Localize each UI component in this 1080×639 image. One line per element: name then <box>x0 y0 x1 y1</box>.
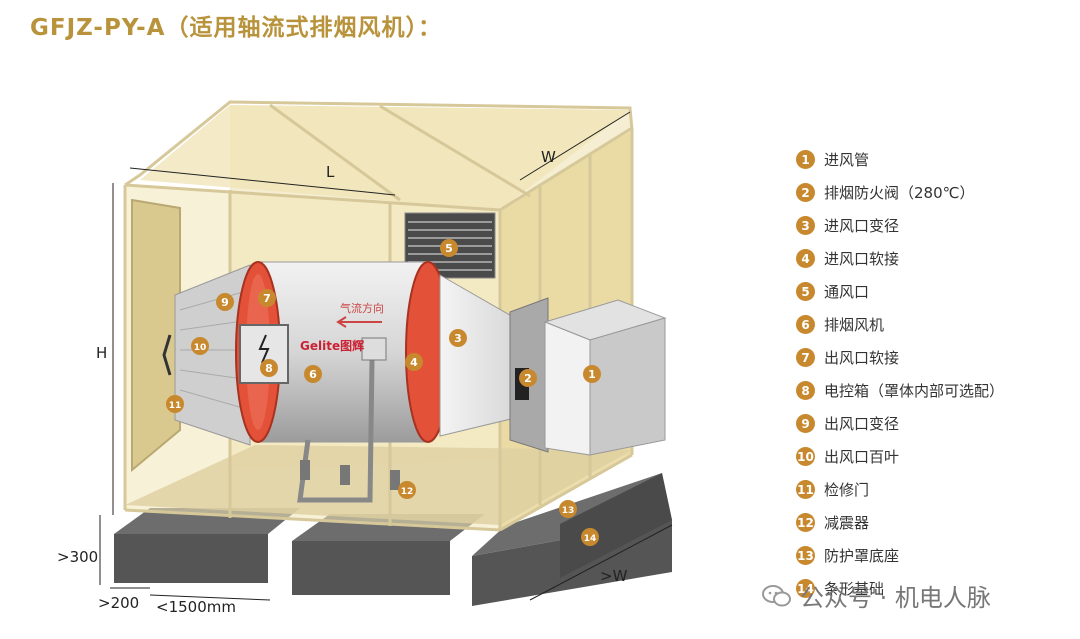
dimension-labels: L W H >300 >200 <1500mm >W <box>57 148 628 616</box>
callout-badge-circle <box>449 329 467 347</box>
door-handle <box>162 334 172 376</box>
dim-height: H <box>96 344 107 362</box>
callout-badge-number: 3 <box>454 332 462 345</box>
legend-item: 8 电控箱（罩体内部可选配） <box>796 374 1004 407</box>
number-badge: 5 <box>796 282 815 301</box>
inlet-duct <box>543 299 667 456</box>
callout-badge-circle <box>304 365 322 383</box>
number-badge: 4 <box>796 249 815 268</box>
legend-label: 防护罩底座 <box>824 547 900 565</box>
number-badge: 7 <box>796 348 815 367</box>
callout-badge-circle <box>260 359 278 377</box>
callout-badge-circle <box>191 337 209 355</box>
number-badge: 12 <box>796 513 815 532</box>
dim-length: L <box>326 163 335 181</box>
callout-badge-number: 14 <box>584 534 597 544</box>
legend-label: 出风口变径 <box>824 415 900 433</box>
number-badge: 11 <box>796 480 815 499</box>
callout-badge-number: 9 <box>221 296 229 309</box>
dim-base-gap: >200 <box>98 594 139 612</box>
watermark: 公众号 · 机电人脉 <box>762 578 991 613</box>
legend-item: 11 检修门 <box>796 473 1004 506</box>
page-title: GFJZ-PY-A（适用轴流式排烟风机）： <box>30 15 442 41</box>
gauge-box <box>361 337 387 361</box>
callout-badge-circle <box>583 365 601 383</box>
vibration-isolators <box>300 460 400 490</box>
callout-badge-circle <box>581 528 599 546</box>
legend-label: 排烟风机 <box>824 316 885 334</box>
legend-label: 出风口百叶 <box>824 448 900 466</box>
number-badge: 6 <box>796 315 815 334</box>
callout-badge-number: 6 <box>309 368 317 381</box>
airflow-label: 气流方向 <box>340 301 384 315</box>
dim-width-top: W <box>541 148 556 166</box>
inspection-door <box>131 198 181 473</box>
legend-item: 3 进风口变径 <box>796 209 1004 242</box>
watermark-text: 公众号 · 机电人脉 <box>800 584 991 612</box>
legend-label: 电控箱（罩体内部可选配） <box>824 382 1005 400</box>
component-legend: 1 进风管 2 排烟防火阀（280℃） 3 进风口变径 4 进风口软接 5 通风口 6 排烟风机 7 出风… <box>796 143 1004 605</box>
callout-badge-circle <box>166 395 184 413</box>
legend-label: 通风口 <box>824 283 870 301</box>
number-badge: 1 <box>796 150 815 169</box>
callout-badge-number: 12 <box>401 487 414 497</box>
number-badge: 8 <box>796 381 815 400</box>
callout-badge-circle <box>216 293 234 311</box>
callout-badge-number: 7 <box>263 292 271 305</box>
airflow-arrow <box>336 316 382 328</box>
callout-badge-number: 13 <box>562 506 575 516</box>
legend-label: 条形基础 <box>824 580 885 598</box>
callout-badge-circle <box>519 369 537 387</box>
legend-item: 1 进风管 <box>796 143 1004 176</box>
brand-label: Gelite图辉 <box>300 339 364 353</box>
dimension-lines <box>99 111 673 601</box>
number-badge: 2 <box>796 183 815 202</box>
legend-label: 排烟防火阀（280℃） <box>824 184 975 202</box>
legend-label: 减震器 <box>824 514 870 532</box>
legend-label: 进风口变径 <box>824 217 900 235</box>
legend-item: 14 条形基础 <box>796 572 1004 605</box>
callout-badge-circle <box>559 500 577 518</box>
legend-item: 6 排烟风机 <box>796 308 1004 341</box>
dim-base-width: >W <box>600 567 628 585</box>
callout-badge-circle <box>258 289 276 307</box>
legend-label: 出风口软接 <box>824 349 900 367</box>
legend-label: 检修门 <box>824 481 870 499</box>
number-badge: 3 <box>796 216 815 235</box>
callout-badge-number: 1 <box>588 368 596 381</box>
number-badge: 9 <box>796 414 815 433</box>
wechat-icon <box>762 584 791 606</box>
legend-item: 7 出风口软接 <box>796 341 1004 374</box>
number-badge: 10 <box>796 447 815 466</box>
number-badge: 14 <box>796 579 815 598</box>
legend-item: 2 排烟防火阀（280℃） <box>796 176 1004 209</box>
legend-label: 进风口软接 <box>824 250 900 268</box>
callout-badge-number: 10 <box>194 343 207 353</box>
outlet-reducer <box>174 264 251 446</box>
callout-badge-number: 11 <box>169 401 182 411</box>
callout-badge-number: 5 <box>445 242 453 255</box>
callout-badge-number: 2 <box>524 372 532 385</box>
legend-item: 4 进风口软接 <box>796 242 1004 275</box>
number-badge: 13 <box>796 546 815 565</box>
legend-item: 13 防护罩底座 <box>796 539 1004 572</box>
legend-item: 9 出风口变径 <box>796 407 1004 440</box>
legend-item: 12 减震器 <box>796 506 1004 539</box>
callout-badge-number: 8 <box>265 362 273 375</box>
callout-badge-number: 4 <box>410 356 418 369</box>
dim-base-length: <1500mm <box>156 598 236 616</box>
legend-item: 10 出风口百叶 <box>796 440 1004 473</box>
callout-badge-circle <box>405 353 423 371</box>
dim-base-height: >300 <box>57 548 98 566</box>
legend-label: 进风管 <box>824 151 870 169</box>
legend-item: 5 通风口 <box>796 275 1004 308</box>
callout-badge-circle <box>440 239 458 257</box>
callout-badge-circle <box>398 481 416 499</box>
